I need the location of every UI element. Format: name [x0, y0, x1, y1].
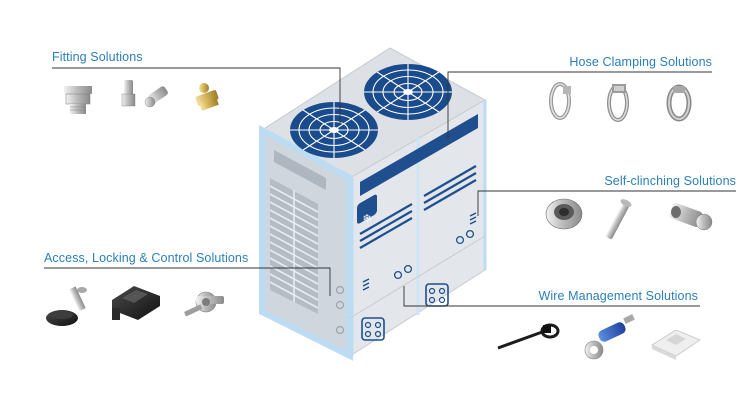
- hex-fitting-icon: [64, 86, 92, 114]
- front-top-stripe: [360, 114, 478, 196]
- clinch-standoff-icon: [669, 203, 713, 231]
- fan-icon: [364, 64, 452, 120]
- snowflake-badge: [357, 194, 377, 224]
- leader-self-clinching: [477, 190, 736, 216]
- fan-icon: [290, 102, 378, 158]
- label-self-clinching-solutions: Self-clinching Solutions: [604, 174, 736, 188]
- label-fitting-solutions: Fitting Solutions: [52, 50, 143, 64]
- leader-fitting: [52, 67, 341, 124]
- hvac-unit: ❄: [259, 47, 487, 361]
- leveling-foot-icon: [46, 286, 87, 326]
- hose-clamp-icon: [666, 84, 692, 122]
- right-door-stripes: [423, 165, 477, 211]
- label-wire-management-solutions: Wire Management Solutions: [538, 289, 698, 303]
- left-access-panel-holes: [364, 321, 382, 338]
- right-access-panel-holes: [428, 287, 446, 304]
- adhesive-mount-icon: [651, 329, 701, 360]
- indicator-lights: [393, 229, 475, 280]
- side-louver-lines: [269, 185, 319, 309]
- leader-lines: [44, 67, 736, 307]
- cam-lock-icon: [183, 291, 224, 317]
- leader-access: [44, 267, 331, 296]
- latch-clamp-icon: [112, 286, 160, 320]
- cable-tie-icon: [497, 323, 560, 350]
- leader-wire: [403, 286, 700, 307]
- ring-terminal-icon: [584, 314, 635, 360]
- fitting-parts: [64, 80, 219, 114]
- hose-clamp-parts: [549, 82, 692, 122]
- access-locking-parts: [46, 286, 224, 326]
- left-door-stripes: [359, 203, 413, 249]
- self-clinching-parts: [545, 198, 713, 239]
- hose-clamp-icon: [607, 84, 629, 122]
- label-hose-clamping-solutions: Hose Clamping Solutions: [569, 55, 712, 69]
- hose-clamp-icon: [549, 82, 571, 120]
- snowflake-icon: ❄: [362, 212, 371, 225]
- label-access-locking-control-solutions: Access, Locking & Control Solutions: [44, 251, 249, 265]
- wire-management-parts: [497, 314, 701, 360]
- grease-nipple-icon: [195, 83, 219, 111]
- left-access-panel: [361, 317, 385, 341]
- clinch-nut-icon: [545, 198, 583, 230]
- leader-hose: [447, 71, 712, 138]
- side-vent-top: [274, 150, 326, 190]
- door-lower-seam: [349, 235, 486, 319]
- side-knobs: [335, 285, 345, 335]
- valve-fitting-icon: [121, 80, 168, 108]
- clinch-stud-icon: [606, 199, 632, 239]
- vent-marks: [362, 212, 477, 291]
